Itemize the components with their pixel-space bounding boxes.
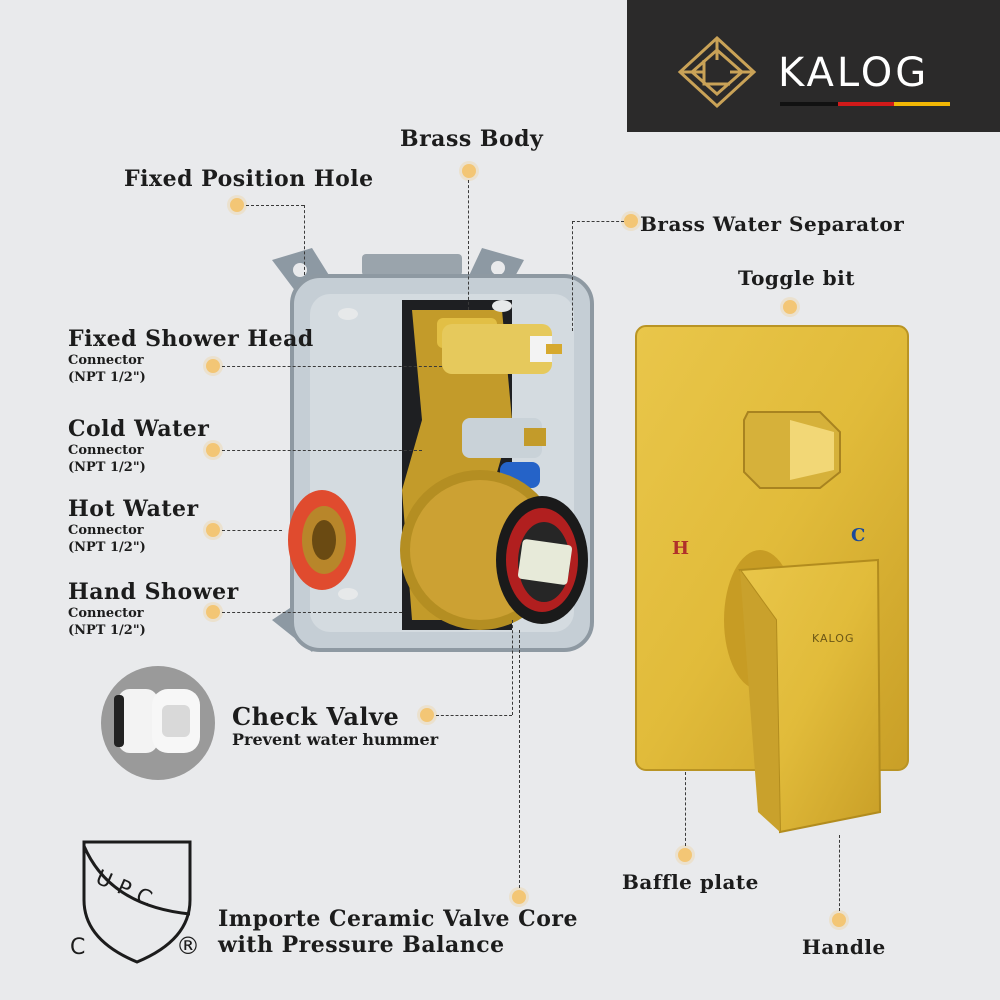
handle-logo-text: KALOG: [812, 632, 855, 645]
flag-gold-stripe: [894, 102, 950, 106]
flag-red-stripe: [838, 102, 894, 106]
check-valve-icon: [101, 666, 215, 780]
marker-hand-shower: [206, 605, 220, 619]
label-ceramic-line2: with Pressure Balance: [218, 932, 505, 958]
cert-registered-mark: ®: [176, 932, 200, 960]
label-ceramic-line1: Importe Ceramic Valve Core: [218, 906, 578, 932]
marker-fixed-shower-head: [206, 359, 220, 373]
trim-plate-illustration: [635, 325, 909, 834]
flag-black-stripe: [780, 102, 838, 106]
leader-fixed-position-hole-v: [304, 205, 305, 275]
marker-toggle-bit: [783, 300, 797, 314]
cold-water-sub1: Connector: [68, 443, 144, 458]
hand-shower-sub1: Connector: [68, 606, 144, 621]
label-brass-water-separator: Brass Water Separator: [640, 212, 905, 236]
brand-header: [627, 0, 1000, 132]
marker-hot-water: [206, 523, 220, 537]
leader-check-valve-h: [436, 715, 512, 716]
check-valve-sub: Prevent water hummer: [232, 730, 439, 749]
label-hand-shower: Hand Shower: [68, 579, 239, 605]
leader-baffle-plate: [685, 772, 686, 846]
kalog-logo-icon: [677, 35, 757, 109]
marker-handle: [832, 913, 846, 927]
marker-check-valve: [420, 708, 434, 722]
marker-fixed-position-hole: [230, 198, 244, 212]
hot-water-sub2: (NPT 1/2"): [68, 540, 146, 555]
label-check-valve: Check Valve: [232, 702, 400, 731]
fixed-shower-head-sub1: Connector: [68, 353, 144, 368]
marker-ceramic-core: [512, 890, 526, 904]
label-fixed-shower-head: Fixed Shower Head: [68, 326, 314, 352]
label-brass-body: Brass Body: [400, 126, 544, 152]
leader-fixed-shower-head: [222, 366, 442, 367]
leader-fixed-position-hole-h: [246, 205, 304, 206]
leader-brass-body: [468, 180, 469, 310]
leader-check-valve-v: [512, 620, 513, 715]
label-hot-water: Hot Water: [68, 496, 199, 522]
leader-hand-shower: [222, 612, 402, 613]
hot-water-sub1: Connector: [68, 523, 144, 538]
leader-separator-h: [572, 221, 624, 222]
plate-hot-marker: H: [672, 538, 690, 559]
marker-brass-water-separator: [624, 214, 638, 228]
leader-hot-water: [222, 530, 282, 531]
valve-body-illustration: [272, 248, 594, 652]
fixed-shower-head-sub2: (NPT 1/2"): [68, 370, 146, 385]
leader-ceramic-core: [519, 630, 520, 888]
marker-cold-water: [206, 443, 220, 457]
label-toggle-bit: Toggle bit: [738, 266, 856, 290]
label-handle: Handle: [802, 935, 886, 959]
cert-c-mark: C: [70, 935, 86, 960]
leader-cold-water: [222, 450, 422, 451]
brand-name: KALOG: [778, 50, 930, 96]
plate-cold-marker: C: [851, 525, 866, 546]
label-baffle-plate: Baffle plate: [622, 870, 759, 894]
marker-baffle-plate: [678, 848, 692, 862]
hand-shower-sub2: (NPT 1/2"): [68, 623, 146, 638]
upc-shield-icon: [82, 840, 192, 964]
leader-handle: [839, 835, 840, 911]
label-cold-water: Cold Water: [68, 416, 210, 442]
cold-water-sub2: (NPT 1/2"): [68, 460, 146, 475]
label-fixed-position-hole: Fixed Position Hole: [124, 166, 374, 192]
leader-separator-v: [572, 221, 573, 331]
marker-brass-body: [462, 164, 476, 178]
